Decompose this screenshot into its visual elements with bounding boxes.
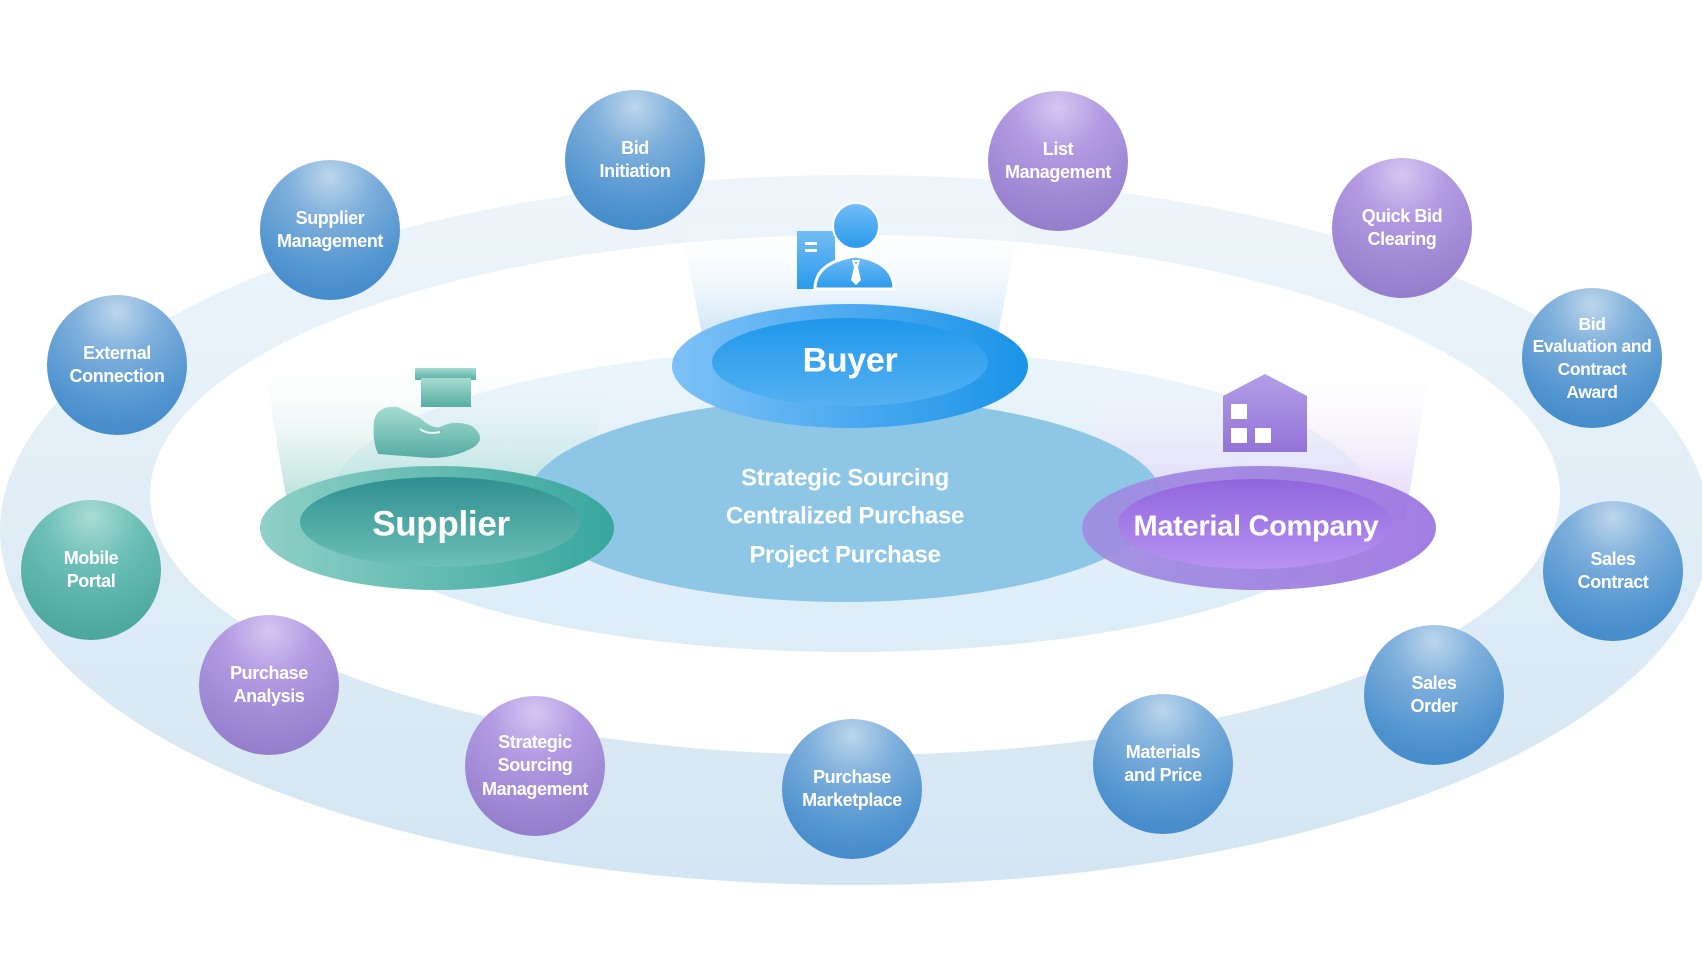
module-label-line: Portal [66,571,116,591]
material-platform-inner [1118,479,1392,569]
warehouse-icon [1223,374,1307,452]
module-label-line: Initiation [599,161,671,181]
center-line: Strategic Sourcing [741,464,949,492]
center-line: Centralized Purchase [725,502,965,530]
module-label-line: Sourcing [497,755,573,776]
module-label-line: Connection [69,366,165,386]
module-label-line: Purchase [230,662,308,683]
center-platform [527,398,1163,602]
module-label-line: Clearing [1367,229,1437,249]
module-label-line: and Price [1124,765,1202,785]
buyer-platform-inner [712,318,988,406]
supplier-platform-inner [300,477,580,567]
module-label-line: Supplier [295,207,365,228]
module-label-line: Sales [1590,548,1636,569]
module-label-line: Award [1566,381,1618,402]
hand-box-icon [373,368,481,458]
module-label-line: List [1042,138,1074,159]
module-label-line: Mobile [63,547,119,568]
module-label-line: External [83,342,151,363]
module-label-line: Bid [621,137,649,158]
center-line: Project Purchase [749,541,941,569]
module-label-line: Purchase [813,766,891,787]
module-label-line: Order [1410,696,1458,716]
supplier-label[interactable]: Supplier [372,504,510,544]
module-materials-and-price[interactable]: Materials and Price [1093,694,1233,834]
module-label-line: Contract [1577,572,1649,592]
center-text: Strategic Sourcing Centralized Purchase … [726,459,964,574]
material-company-label[interactable]: Material Company [1133,510,1379,543]
module-label-line: Marketplace [802,790,902,810]
module-label-line: Contract [1557,359,1627,379]
buyer-label[interactable]: Buyer [802,341,898,380]
module-label-line: Management [1004,162,1112,182]
module-label-line: Management [276,231,384,251]
module-label-line: Quick Bid [1361,205,1443,226]
module-label-line: Analysis [233,686,305,706]
module-label-line: Strategic [498,731,572,752]
module-label-line: Sales [1411,672,1457,693]
module-label-line: Materials [1125,741,1201,762]
buyer-person-icon [797,202,896,291]
module-label-line: Bid [1578,313,1606,334]
module-label-line: Management [481,778,589,799]
module-label-line: Evaluation and [1532,336,1652,357]
